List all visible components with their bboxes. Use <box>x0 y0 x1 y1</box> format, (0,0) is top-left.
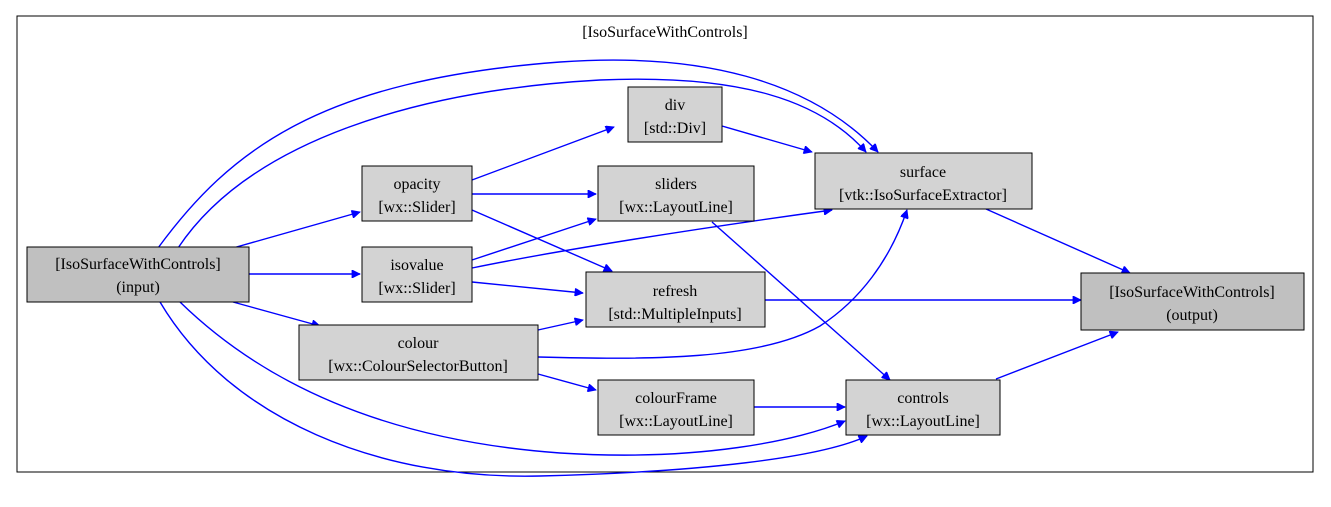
node-output[interactable]: [IsoSurfaceWithControls] (output) <box>1080 272 1305 331</box>
edge-input-surface-a <box>157 59 878 249</box>
edge-isovalue-surface <box>471 210 832 269</box>
edge-sliders-controls <box>711 221 890 380</box>
node-isovalue-name: isovalue <box>390 257 443 274</box>
node-refresh-name: refresh <box>653 283 697 300</box>
node-input[interactable]: [IsoSurfaceWithControls] (input) <box>26 246 250 303</box>
node-div[interactable]: div [std::Div] <box>627 86 723 143</box>
node-opacity-type: [wx::Slider] <box>378 199 455 216</box>
node-controls[interactable]: controls [wx::LayoutLine] <box>845 379 1001 436</box>
edge-controls-output <box>995 332 1118 380</box>
node-surface[interactable]: surface [vtk::IsoSurfaceExtractor] <box>814 152 1033 210</box>
edge-input-surface-b <box>177 78 866 249</box>
edge-input-opacity <box>232 212 360 249</box>
edge-isovalue-refresh <box>471 281 583 293</box>
node-output-name: [IsoSurfaceWithControls] <box>1109 284 1275 301</box>
node-opacity[interactable]: opacity [wx::Slider] <box>361 165 473 222</box>
edge-colour-refresh <box>537 320 583 331</box>
node-surface-type: [vtk::IsoSurfaceExtractor] <box>839 187 1007 204</box>
node-div-type: [std::Div] <box>644 120 706 137</box>
edge-isovalue-sliders <box>471 219 596 261</box>
edge-opacity-div <box>471 127 614 181</box>
node-surface-name: surface <box>900 164 946 181</box>
node-div-name: div <box>665 97 685 114</box>
edge-div-surface <box>721 125 812 152</box>
edges-layer <box>157 59 1130 477</box>
node-colourFrame[interactable]: colourFrame [wx::LayoutLine] <box>597 379 755 436</box>
node-opacity-name: opacity <box>393 176 440 193</box>
node-input-name: [IsoSurfaceWithControls] <box>55 256 221 273</box>
edge-surface-output <box>985 208 1130 273</box>
edge-input-controls-b <box>159 301 867 477</box>
node-colour-type: [wx::ColourSelectorButton] <box>328 358 508 375</box>
node-sliders-type: [wx::LayoutLine] <box>619 199 733 216</box>
node-sliders[interactable]: sliders [wx::LayoutLine] <box>597 165 755 222</box>
node-colour-name: colour <box>398 335 440 352</box>
edge-colour-colourFrame <box>537 373 596 390</box>
cluster-title: [IsoSurfaceWithControls] <box>582 24 748 41</box>
node-output-type: (output) <box>1166 307 1218 324</box>
node-refresh[interactable]: refresh [std::MultipleInputs] <box>585 271 766 328</box>
node-colourFrame-name: colourFrame <box>635 390 717 407</box>
edge-colour-surface <box>537 210 907 359</box>
node-isovalue[interactable]: isovalue [wx::Slider] <box>361 246 473 303</box>
node-input-type: (input) <box>116 279 160 296</box>
edge-input-colour <box>232 301 320 326</box>
node-colour[interactable]: colour [wx::ColourSelectorButton] <box>298 324 539 381</box>
node-colourFrame-type: [wx::LayoutLine] <box>619 413 733 430</box>
edge-opacity-refresh <box>471 209 612 271</box>
cluster-frame <box>16 15 1314 473</box>
edge-input-controls-a <box>179 301 845 456</box>
node-controls-name: controls <box>897 390 949 407</box>
node-isovalue-type: [wx::Slider] <box>378 280 455 297</box>
node-controls-type: [wx::LayoutLine] <box>866 413 980 430</box>
node-sliders-name: sliders <box>655 176 697 193</box>
node-refresh-type: [std::MultipleInputs] <box>608 306 741 323</box>
